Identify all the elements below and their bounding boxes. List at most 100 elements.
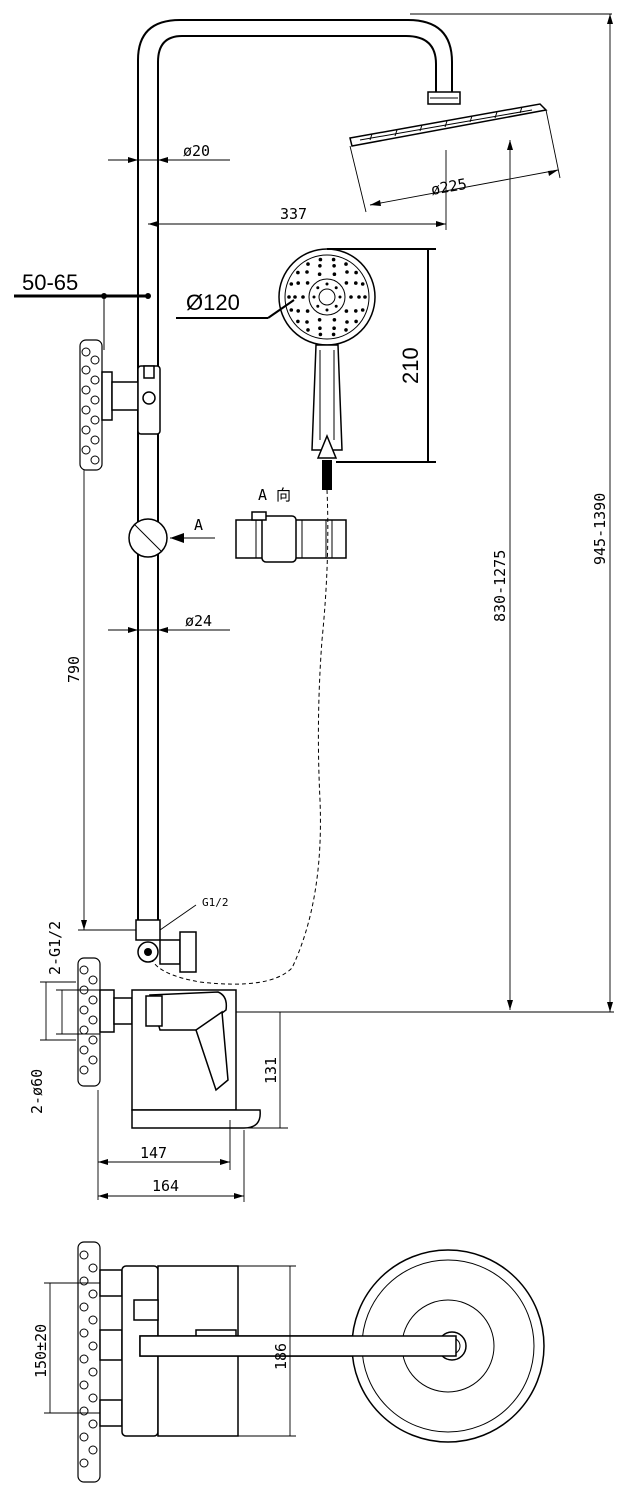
nozzle-dot: [332, 326, 336, 331]
nozzle-dot: [306, 328, 310, 332]
nozzle-dot: [318, 332, 323, 337]
spout-height-dim: [244, 1012, 288, 1129]
wall-gap-label: 50-65: [22, 270, 78, 295]
nozzle-dot: [344, 309, 349, 313]
inlet-thread-dim: [56, 989, 100, 1035]
inlet-thread-label: 2-G1/2: [46, 921, 64, 975]
nozzle-dot: [296, 309, 301, 313]
nozzle-dot: [344, 328, 348, 332]
nozzle-dot: [316, 304, 320, 308]
nozzle-dot: [345, 320, 349, 324]
hand-length-label: 210: [398, 347, 423, 384]
diverter-outlet: [135, 904, 197, 973]
outlet-thread-label: G1/2: [202, 896, 229, 909]
nozzle-dot: [334, 286, 338, 290]
nozzle-dot: [301, 295, 305, 299]
depth-147-label: 147: [140, 1144, 167, 1162]
pipe-diameter-dim: [108, 157, 230, 163]
nozzle-dot: [325, 282, 329, 286]
width-label: 186: [272, 1343, 290, 1370]
arrow-a-label: A: [194, 516, 203, 534]
nozzle-dot: [338, 295, 342, 299]
nozzle-dot: [305, 309, 310, 313]
total-height-dim: [236, 13, 614, 1013]
nozzle-dot: [332, 264, 336, 268]
lower-wall-bracket: [77, 957, 133, 1087]
nozzle-dot: [305, 270, 309, 274]
shower-hose: [151, 489, 329, 985]
total-height-label: 945-1390: [591, 493, 609, 565]
hand-shower-nozzles: [287, 257, 367, 337]
view-a-arrow: [170, 533, 215, 543]
nozzle-dot: [354, 281, 358, 285]
nozzle-dot: [363, 295, 367, 299]
nozzle-dot: [305, 320, 309, 324]
riser-pipe: [137, 19, 453, 930]
nozzle-dot: [317, 272, 322, 277]
rail-diameter-label: ø24: [185, 612, 212, 630]
nozzle-dot: [354, 319, 358, 324]
mixer-body: [131, 989, 261, 1129]
arm-reach-label: 337: [280, 205, 307, 223]
nozzle-dot: [296, 319, 300, 324]
centers-dim: [44, 1282, 100, 1414]
rail-diameter-dim: [108, 627, 230, 633]
nozzle-dot: [345, 270, 349, 274]
width-dim: [238, 1265, 296, 1437]
rail-span-label: 790: [65, 656, 83, 683]
nozzle-dot: [318, 264, 322, 268]
slider-detail-view: [235, 511, 347, 563]
nozzle-dot: [354, 309, 358, 313]
nozzle-dot: [318, 326, 322, 331]
overhead-shower-head: [349, 91, 561, 213]
spout-height-label: 131: [262, 1057, 280, 1084]
nozzle-dot: [296, 281, 301, 285]
nozzle-dot: [317, 318, 322, 322]
nozzle-dot: [344, 281, 349, 285]
nozzle-dot: [354, 270, 358, 275]
nozzle-dot: [331, 257, 336, 262]
nozzle-dot: [318, 257, 323, 262]
nozzle-dot: [360, 282, 365, 286]
slider-knob: [128, 518, 168, 558]
nozzle-dot: [312, 295, 316, 299]
depth-147-dim: [97, 1090, 231, 1200]
nozzle-dot: [331, 332, 336, 337]
pipe-diameter-label: ø20: [183, 142, 210, 160]
head-diameter-label: ø225: [430, 175, 469, 199]
nozzle-dot: [334, 304, 338, 308]
nozzle-dot: [344, 262, 348, 266]
view-a-label: A 向: [258, 486, 291, 504]
hand-shower: [278, 248, 376, 490]
flange-diameter-label: 2-ø60: [28, 1069, 46, 1114]
mid-height-dim: [507, 140, 513, 1010]
nozzle-dot: [357, 295, 361, 299]
flange-diameter-dim: [40, 981, 76, 1041]
nozzle-dot: [289, 308, 294, 312]
hand-length-dim: [327, 248, 436, 463]
nozzle-dot: [306, 262, 310, 266]
nozzle-dot: [287, 295, 291, 299]
nozzle-dot: [332, 318, 337, 322]
upper-wall-bracket: [79, 339, 161, 471]
nozzle-dot: [293, 295, 297, 299]
centers-label: 150±20: [32, 1324, 50, 1378]
top-view: [77, 1241, 545, 1483]
depth-164-label: 164: [152, 1177, 179, 1195]
upper-wall-texture: [81, 347, 100, 465]
top-view-wall-texture: [79, 1250, 98, 1468]
arm-reach-dim: [148, 150, 447, 230]
hand-diameter-label: Ø120: [186, 290, 240, 315]
depth-164-dim: [98, 1130, 245, 1202]
nozzle-dot: [289, 282, 294, 286]
nozzle-dot: [305, 281, 310, 285]
nozzle-dot: [332, 272, 337, 277]
nozzle-dot: [349, 295, 353, 299]
wall-gap-dim: [14, 293, 151, 350]
nozzle-dot: [325, 308, 329, 312]
nozzle-dot: [296, 270, 300, 275]
mid-height-label: 830-1275: [491, 550, 509, 622]
nozzle-dot: [316, 286, 320, 290]
hand-diameter-leader: [176, 299, 295, 319]
